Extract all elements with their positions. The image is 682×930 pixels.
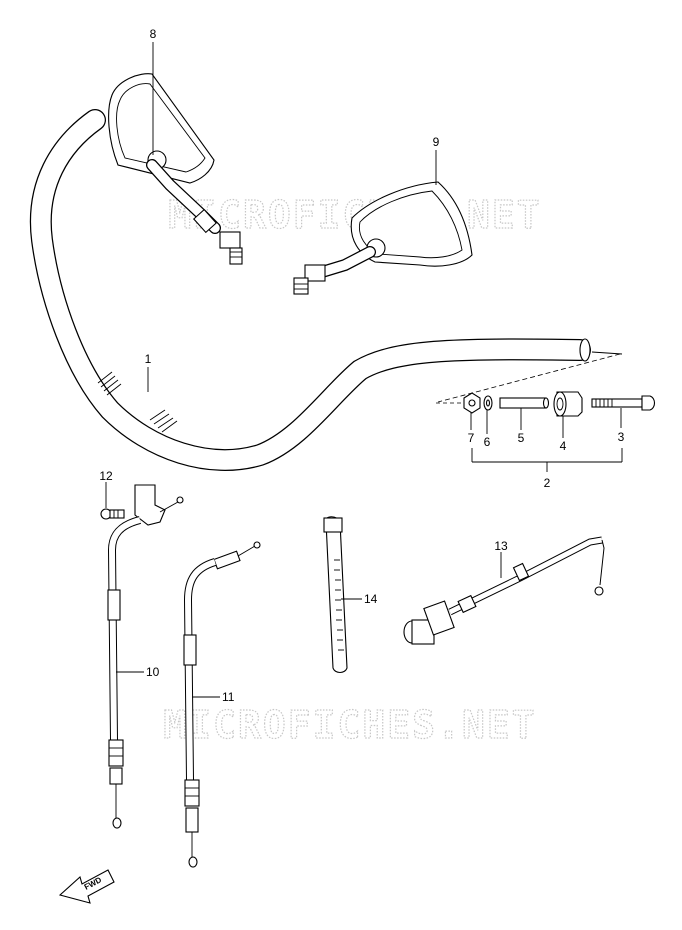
forward-direction-arrow: FWD (58, 869, 115, 904)
bar-end-spacer[interactable] (499, 397, 550, 409)
callout-8: 8 (150, 27, 157, 41)
bar-end-bolt[interactable] (591, 395, 656, 411)
callout-2: 2 (544, 476, 551, 490)
right-mirror[interactable] (293, 181, 473, 295)
callout-14: 14 (364, 592, 378, 606)
callout-12: 12 (99, 469, 113, 483)
callouts: 1 2 3 4 5 6 7 8 9 10 11 12 13 14 (99, 27, 624, 704)
clutch-cable[interactable] (107, 484, 184, 829)
callout-9: 9 (433, 135, 440, 149)
callout-11: 11 (222, 690, 235, 704)
watermark-top: MICROFICHES.NET (168, 193, 541, 237)
callout-3: 3 (618, 430, 625, 444)
bar-end-washer[interactable] (483, 395, 493, 411)
callout-6: 6 (484, 435, 491, 449)
callout-1: 1 (145, 352, 152, 366)
callout-7: 7 (468, 431, 475, 445)
handlebar[interactable] (29, 109, 623, 471)
bar-end-weight[interactable] (553, 391, 583, 417)
callout-13: 13 (494, 539, 508, 553)
bracket-bolt[interactable] (100, 508, 125, 520)
bar-end-set-bracket (471, 448, 623, 472)
watermark-bottom: MICROFICHES.NET (163, 703, 536, 747)
callout-10: 10 (146, 665, 160, 679)
callout-4: 4 (560, 439, 567, 453)
leader-lines (105, 42, 622, 698)
bar-end-nut[interactable] (463, 392, 481, 414)
left-mirror[interactable] (108, 73, 243, 265)
choke-cable[interactable] (403, 536, 605, 645)
cable-tie[interactable] (323, 516, 348, 674)
throttle-cable[interactable] (183, 541, 261, 868)
callout-5: 5 (518, 431, 525, 445)
